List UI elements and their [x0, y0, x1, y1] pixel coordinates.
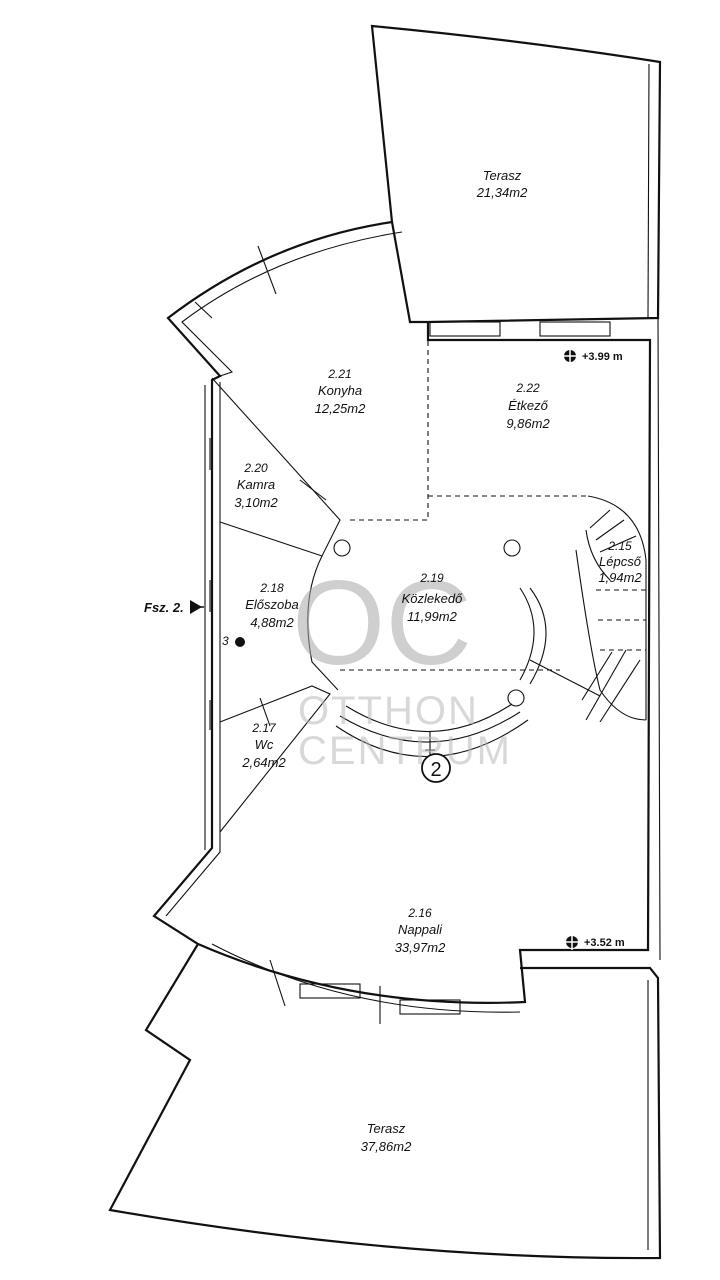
- outer-wall: [152, 220, 661, 1013]
- room-area: 1,94m2: [598, 570, 642, 585]
- section-number: 2: [430, 759, 441, 781]
- room-lepcso: 2.15 Lépcső 1,94m2: [598, 539, 642, 585]
- elevation-lower: +3.52 m: [564, 934, 625, 950]
- room-eloszoba: 2.18 Előszoba 4,88m2: [245, 581, 298, 630]
- room-area: 3,10m2: [234, 495, 278, 510]
- room-name: Terasz: [483, 168, 522, 183]
- room-etkezo: 2.22 Étkező 9,86m2: [506, 381, 550, 431]
- entry-dot-icon: [235, 637, 245, 647]
- staircase: [575, 495, 647, 723]
- room-number: 2.20: [243, 461, 268, 475]
- interior-walls: [211, 340, 601, 833]
- room-area: 2,64m2: [241, 755, 286, 770]
- elevation-text: +3.52 m: [584, 937, 625, 949]
- level-marker-icon: [564, 934, 580, 950]
- room-name: Terasz: [367, 1121, 406, 1136]
- watermark-line2: CENTRUM: [298, 729, 512, 773]
- watermark-line1: OTTHON: [298, 689, 479, 733]
- room-name: Lépcső: [599, 554, 642, 569]
- room-number: 2.17: [251, 721, 277, 735]
- room-number: 2.16: [407, 906, 432, 920]
- room-name: Közlekedő: [402, 591, 463, 606]
- columns: [333, 539, 525, 707]
- room-number: 2.18: [259, 581, 284, 595]
- entry-number: 3: [222, 634, 229, 648]
- terrace-top-walls: [370, 24, 662, 324]
- room-konyha: 2.21 Konyha 12,25m2: [315, 367, 366, 416]
- room-area: 4,88m2: [250, 615, 294, 630]
- windows: [194, 245, 611, 1024]
- room-number: 2.15: [607, 539, 632, 553]
- room-area: 21,34m2: [476, 185, 528, 200]
- room-kamra: 2.20 Kamra 3,10m2: [234, 461, 278, 510]
- room-area: 9,86m2: [506, 416, 550, 431]
- room-name: Wc: [255, 737, 274, 752]
- entry-marker: Fsz. 2. 3: [144, 600, 245, 648]
- room-name: Kamra: [237, 477, 275, 492]
- room-name: Nappali: [398, 922, 443, 937]
- watermark: OC OTTHON CENTRUM: [292, 556, 512, 773]
- room-wc: 2.17 Wc 2,64m2: [241, 721, 286, 770]
- watermark-logo: OC: [292, 556, 472, 690]
- room-number: 2.19: [419, 571, 444, 585]
- room-name: Előszoba: [245, 597, 298, 612]
- section-marker: 2: [421, 753, 451, 783]
- room-number: 2.21: [327, 367, 351, 381]
- room-terasz-bottom: Terasz 37,86m2: [361, 1121, 412, 1154]
- room-number: 2.22: [515, 381, 540, 395]
- level-marker-icon: [562, 348, 578, 364]
- room-area: 33,97m2: [395, 940, 446, 955]
- room-nappali: 2.16 Nappali 33,97m2: [395, 906, 446, 955]
- room-area: 37,86m2: [361, 1139, 412, 1154]
- room-area: 11,99m2: [407, 609, 457, 624]
- room-terasz-top: Terasz 21,34m2: [476, 168, 528, 200]
- room-name: Konyha: [318, 383, 362, 398]
- room-area: 12,25m2: [315, 401, 366, 416]
- entry-label: Fsz. 2.: [144, 600, 184, 615]
- terrace-bottom-walls: [108, 943, 662, 1260]
- elevation-upper: +3.99 m: [562, 348, 623, 364]
- room-name: Étkező: [508, 398, 549, 413]
- room-kozlekedo: 2.19 Közlekedő 11,99m2: [402, 571, 463, 624]
- elevation-text: +3.99 m: [582, 351, 623, 363]
